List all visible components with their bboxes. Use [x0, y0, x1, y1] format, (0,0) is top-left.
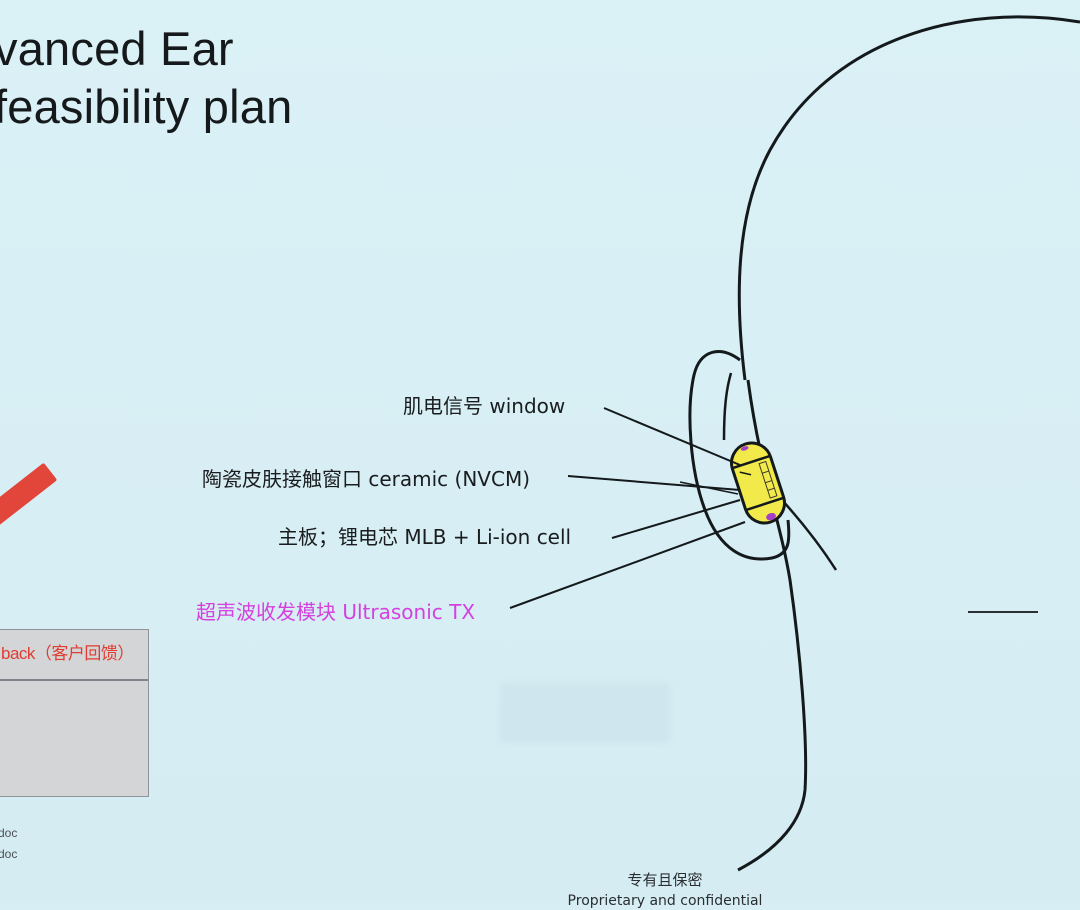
customer-feedback-box: back（客户回馈）	[0, 629, 149, 797]
confidential-footer: 专有且保密 Proprietary and confidential	[540, 870, 790, 910]
title-line-2: feasibility plan	[0, 80, 293, 133]
head-outline	[737, 15, 1080, 381]
label-ceramic-window: 陶瓷皮肤接触窗口 ceramic (NVCM)	[202, 467, 530, 491]
watermark-logo	[500, 683, 670, 743]
ear-inner	[722, 372, 733, 441]
footer-en: Proprietary and confidential	[567, 893, 763, 909]
label-ultrasonic-tx: 超声波收发模块 Ultrasonic TX	[196, 600, 476, 624]
earbud-device-icon	[730, 441, 786, 525]
feedback-header: back（客户回馈）	[0, 630, 148, 681]
label-mlb-cell: 主板；锂电芯 MLB + Li-ion cell	[278, 525, 572, 549]
doc-line-2: doc	[0, 847, 18, 861]
leader-mlb	[611, 499, 741, 539]
label-emg-window: 肌电信号 window	[403, 394, 566, 418]
ear-outer	[688, 350, 791, 561]
leader-ceramic-2	[679, 481, 739, 495]
leader-ultrasonic	[509, 521, 746, 609]
jaw-line	[781, 499, 838, 571]
title-line-1: vanced Ear	[0, 22, 234, 75]
slide-title: vanced Ear feasibility plan	[0, 20, 292, 136]
leader-window	[603, 407, 741, 466]
footer-cn: 专有且保密	[627, 871, 703, 889]
leader-ceramic	[567, 475, 741, 491]
doc-line-1: doc	[0, 826, 18, 840]
